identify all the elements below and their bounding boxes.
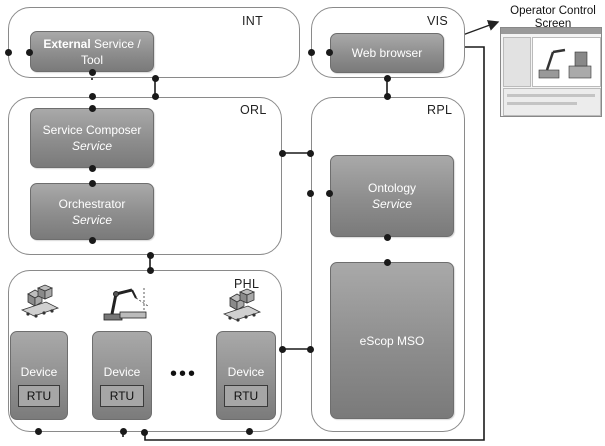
orchestrator-label: Orchestrator <box>58 196 126 211</box>
robot-arm-icon <box>103 288 149 321</box>
connector-dot <box>89 105 96 112</box>
more-devices-ellipsis: ••• <box>170 363 198 385</box>
int-layer-label: INT <box>242 14 264 28</box>
connector-dot <box>35 428 42 435</box>
operator-screen-thumbnail <box>500 27 602 117</box>
device-label: Device <box>227 365 265 379</box>
connector-dot <box>89 93 96 100</box>
thumb-sidebar <box>503 37 531 87</box>
connector-dot <box>326 190 333 197</box>
connector-dot <box>152 75 159 82</box>
connector-dot <box>384 93 391 100</box>
phl-layer-label: PHL <box>234 277 260 291</box>
connector-dot <box>89 69 96 76</box>
orl-layer-label: ORL <box>240 103 267 117</box>
device-box-3: Device RTU <box>216 331 276 420</box>
connector-dot <box>307 150 314 157</box>
connector-dot <box>384 75 391 82</box>
connector-dot <box>147 252 154 259</box>
orchestrator-sub: Service <box>71 212 112 227</box>
rtu-box: RTU <box>18 385 60 407</box>
web-browser-label: Web browser <box>351 46 423 60</box>
conveyor-boxes-icon <box>20 284 60 318</box>
external-service-bold: External <box>43 36 91 51</box>
external-service-line2: Tool <box>80 52 103 67</box>
external-service-text: Service / <box>90 36 141 51</box>
thumb-toolbar <box>501 28 601 34</box>
connector-dot <box>147 267 154 274</box>
connector-dot <box>246 428 253 435</box>
connector-dot <box>307 346 314 353</box>
rpl-layer-label: RPL <box>427 103 453 117</box>
ontology-label: Ontology <box>367 181 417 195</box>
service-composer-box: Service Composer Service <box>30 108 154 168</box>
connector-dot <box>89 237 96 244</box>
thumb-bottom-row <box>507 102 577 105</box>
connector-dot <box>384 259 391 266</box>
connector-dot <box>5 49 12 56</box>
connector-dot <box>326 49 333 56</box>
device-box-1: Device RTU <box>10 331 68 420</box>
vis-layer-label: VIS <box>427 14 449 28</box>
connector-dot <box>384 234 391 241</box>
escop-mso-box: eScop MSO <box>330 262 454 419</box>
ontology-sub: Service <box>371 197 412 211</box>
external-service-tool-box: External Service / Tool <box>30 31 154 72</box>
device-label: Device <box>103 365 141 379</box>
device-label: Device <box>20 365 58 379</box>
connector-dot <box>141 429 148 436</box>
connector-dot <box>152 93 159 100</box>
connector-dot <box>89 180 96 187</box>
thumb-bottom-row <box>507 94 595 97</box>
web-browser-box: Web browser <box>330 33 444 73</box>
ontology-box: Ontology Service <box>330 155 454 237</box>
operator-screen-caption-line1: Operator Control <box>510 5 596 17</box>
conveyor-boxes-icon <box>222 288 262 322</box>
orchestrator-box: Orchestrator Service <box>30 183 154 240</box>
rtu-box: RTU <box>224 385 268 407</box>
connector-dot <box>26 49 33 56</box>
connector-dot <box>279 346 286 353</box>
connector-dot <box>120 428 127 435</box>
connector-dot <box>279 150 286 157</box>
escop-mso-label: eScop MSO <box>359 333 425 348</box>
connector-dot <box>308 49 315 56</box>
thumb-main-panel <box>532 37 601 87</box>
rtu-box: RTU <box>100 385 144 407</box>
connector-dot <box>307 190 314 197</box>
connector-dot <box>89 165 96 172</box>
service-composer-label: Service Composer <box>42 123 142 137</box>
thumb-robot-icon <box>538 48 592 79</box>
device-box-2: Device RTU <box>92 331 152 420</box>
service-composer-sub: Service <box>71 139 112 153</box>
